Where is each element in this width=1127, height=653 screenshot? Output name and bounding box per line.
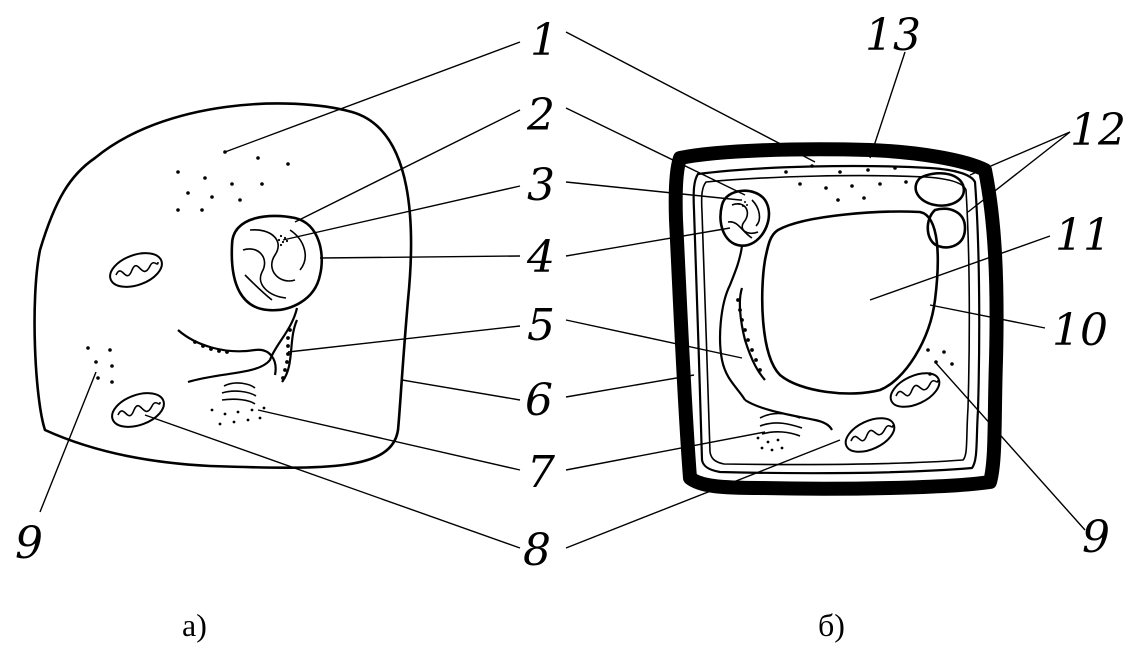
label-9-left: 9 bbox=[15, 518, 43, 569]
animal-cell-membrane bbox=[35, 103, 412, 467]
caption-left: а) bbox=[182, 607, 207, 643]
animal-mitochondrion-lower bbox=[107, 387, 168, 434]
label-11: 11 bbox=[1055, 210, 1111, 261]
plant-plasma-membrane bbox=[694, 166, 980, 473]
label-5: 5 bbox=[527, 300, 555, 351]
animal-nucleus bbox=[232, 216, 322, 310]
label-12: 12 bbox=[1070, 105, 1126, 156]
animal-ribosomes bbox=[176, 150, 290, 212]
plant-vacuole bbox=[762, 212, 938, 394]
animal-golgi bbox=[211, 383, 266, 425]
animal-nucleolus bbox=[278, 235, 288, 246]
label-1: 1 bbox=[530, 15, 558, 66]
plant-ribosomes bbox=[784, 164, 908, 202]
caption-right: б) bbox=[818, 607, 845, 643]
label-9-right: 9 bbox=[1082, 512, 1110, 563]
animal-cell bbox=[35, 103, 412, 467]
label-6: 6 bbox=[525, 375, 553, 426]
animal-er bbox=[178, 308, 297, 382]
label-4: 4 bbox=[526, 232, 555, 283]
label-7: 7 bbox=[527, 447, 555, 498]
plant-er bbox=[720, 246, 832, 430]
label-13: 13 bbox=[865, 10, 921, 61]
plant-cell bbox=[676, 149, 997, 488]
plant-mitochondrion-upper bbox=[886, 366, 945, 413]
label-10: 10 bbox=[1052, 305, 1108, 356]
animal-cytoplasm-dots bbox=[86, 346, 114, 384]
plant-cytoplasm-dots bbox=[926, 348, 954, 376]
label-2: 2 bbox=[526, 90, 555, 141]
label-3: 3 bbox=[527, 160, 555, 211]
label-8: 8 bbox=[523, 525, 551, 576]
plant-mitochondrion-lower bbox=[841, 411, 900, 458]
animal-mitochondrion-upper bbox=[105, 247, 166, 294]
